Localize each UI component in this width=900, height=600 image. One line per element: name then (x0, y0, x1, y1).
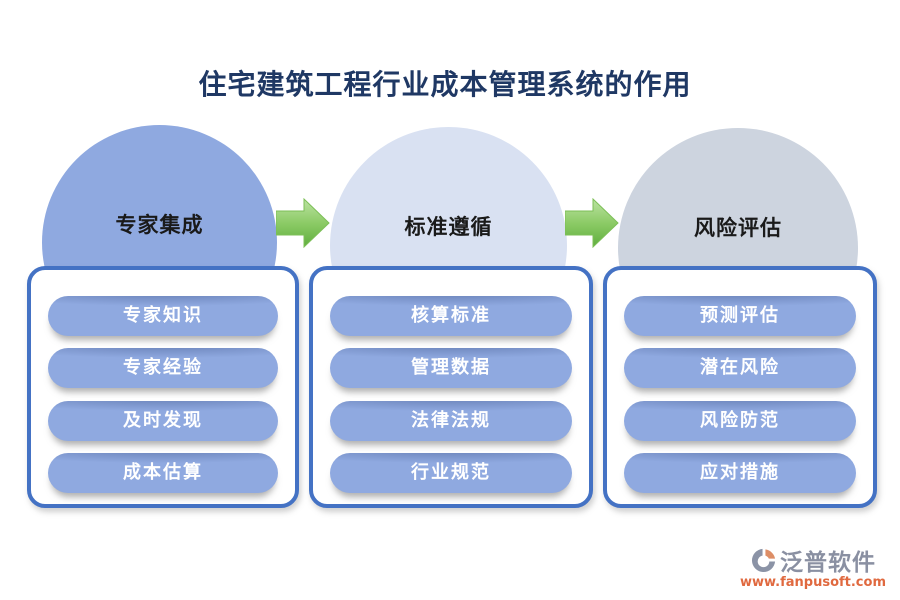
list-item: 潜在风险 (624, 348, 856, 388)
list-item: 及时发现 (48, 401, 278, 441)
arrow-right-icon (565, 198, 619, 248)
list-item: 应对措施 (624, 453, 856, 493)
circle-label-risk-assessment: 风险评估 (694, 215, 782, 240)
brand-logo-icon (751, 548, 776, 572)
list-item: 行业规范 (330, 453, 572, 493)
list-item: 管理数据 (330, 348, 572, 388)
list-item: 专家知识 (48, 296, 278, 336)
list-item: 预测评估 (624, 296, 856, 336)
list-item: 风险防范 (624, 401, 856, 441)
brand-name: 泛普软件 (779, 549, 876, 576)
circle-label-expert-integration: 专家集成 (115, 212, 204, 237)
list-item: 成本估算 (48, 453, 278, 493)
group-panel-expert-integration: 专家知识 专家经验 及时发现 成本估算 (27, 266, 299, 508)
page-title: 住宅建筑工程行业成本管理系统的作用 (198, 68, 692, 101)
brand-logo: 泛普软件 www.fanpusoft.com (740, 543, 886, 590)
arrow-right-icon (276, 198, 330, 248)
circle-label-standard-compliance: 标准遵循 (404, 214, 493, 239)
list-item: 核算标准 (330, 296, 572, 336)
brand-url: www.fanpusoft.com (739, 575, 886, 590)
group-panel-risk-assessment: 预测评估 潜在风险 风险防范 应对措施 (603, 266, 877, 508)
group-panel-standard-compliance: 核算标准 管理数据 法律法规 行业规范 (309, 266, 593, 508)
list-item: 法律法规 (330, 401, 572, 441)
list-item: 专家经验 (48, 348, 278, 388)
